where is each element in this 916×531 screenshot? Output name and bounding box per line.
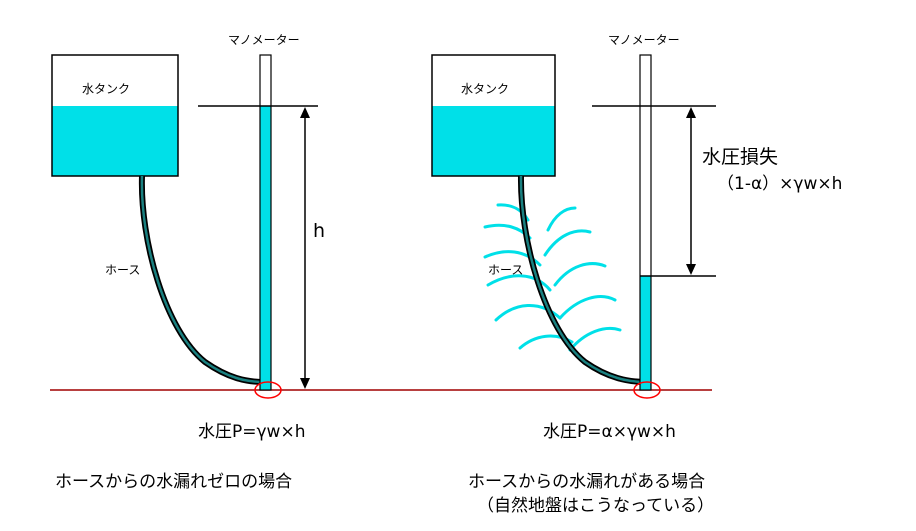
right-hose-label: ホース: [488, 263, 523, 277]
right-manometer-water: [640, 276, 651, 390]
right-manometer-tube: [639, 54, 652, 391]
left-height-label: h: [313, 220, 325, 242]
right-diagram: 水タンク ホース マノメーター 水圧損失 （: [431, 33, 842, 516]
left-pressure-label: 水圧P=γw×h: [198, 422, 305, 442]
left-hose-outer: [138, 175, 265, 385]
left-caption: ホースからの水漏れゼロの場合: [55, 472, 292, 492]
right-tank-water: [432, 106, 555, 176]
right-caption: ホースからの水漏れがある場合: [468, 472, 705, 492]
left-hose-label: ホース: [105, 263, 140, 277]
left-manometer-water: [260, 106, 271, 390]
left-manometer-label: マノメーター: [228, 33, 300, 47]
right-bottom-highlight: [633, 381, 661, 399]
right-pressure-label: 水圧P=α×γw×h: [543, 422, 676, 442]
left-height-arrow-top: [300, 107, 310, 118]
leak-spray: [483, 203, 622, 352]
right-loss-formula: （1-α）×γw×h: [717, 174, 842, 194]
right-hose-inner: [519, 175, 647, 384]
right-loss-arrow-bottom: [686, 264, 696, 275]
right-manometer-label: マノメーター: [608, 33, 680, 47]
right-hose-outer: [517, 175, 647, 385]
left-bottom-highlight: [254, 381, 282, 399]
right-loss-label: 水圧損失: [702, 146, 778, 168]
right-loss-arrow-top: [686, 107, 696, 118]
right-tank-label: 水タンク: [461, 82, 509, 96]
left-diagram: 水タンク ホース マノメーター h 水圧P=γw×h ホースからの水漏れゼロの場…: [51, 33, 325, 492]
right-caption-note: （自然地盤はこうなっている）: [477, 496, 714, 516]
left-tank-label: 水タンク: [82, 82, 130, 96]
left-height-arrow-bottom: [300, 378, 310, 389]
left-tank: [51, 54, 179, 177]
left-hose-inner: [140, 175, 265, 384]
right-tank: [431, 54, 556, 177]
left-tank-water: [52, 106, 178, 176]
left-manometer-tube: [259, 54, 272, 391]
